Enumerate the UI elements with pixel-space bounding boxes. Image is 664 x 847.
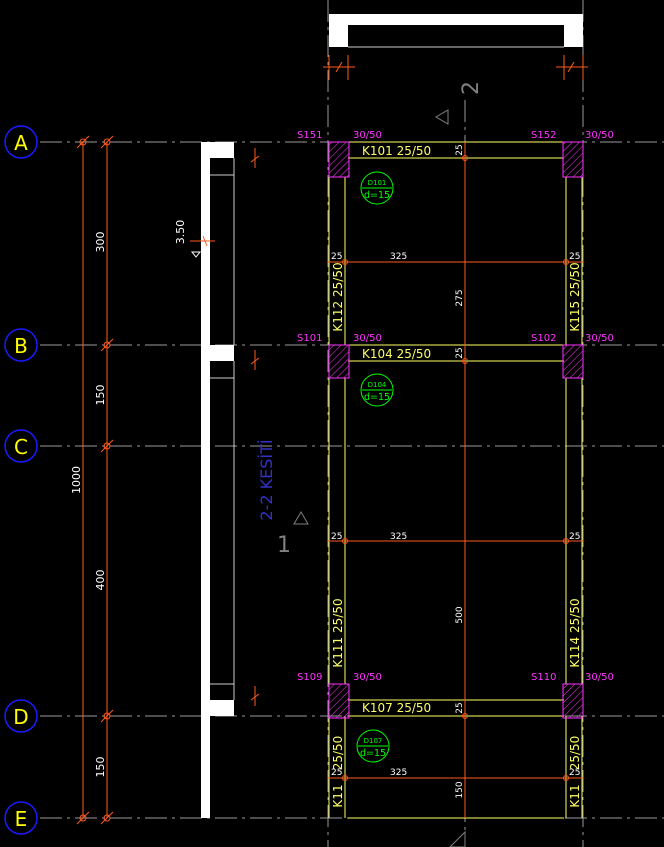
- beam-k11-right-size: 25/50: [568, 736, 582, 771]
- axis-bubble-d: D: [4, 699, 38, 733]
- column-name-s101: S101: [297, 333, 322, 344]
- beam-k11-right: K11: [568, 784, 582, 807]
- section-arrow-1-icon: [293, 511, 309, 525]
- column-size-s110: 30/50: [585, 672, 614, 683]
- dim-width-right-2: 25: [569, 532, 580, 542]
- section-marker-1: 1: [277, 533, 291, 558]
- column-s151: [328, 141, 350, 178]
- axis-bubble-b: B: [4, 328, 38, 362]
- beam-k111: K111 25/50: [331, 598, 345, 667]
- section-slab-b: [210, 345, 234, 361]
- axis-bubble-a: A: [4, 125, 38, 159]
- column-name-s151: S151: [297, 130, 322, 141]
- slab-thickness-d101: d=15: [364, 190, 390, 201]
- dim-segment-ab: 300: [94, 232, 107, 253]
- beam-lines: [328, 141, 583, 819]
- beam-dimension-lines: [328, 142, 583, 818]
- dim-segment-de: 150: [94, 757, 107, 778]
- section-wall: [201, 142, 210, 818]
- column-s152: [562, 141, 584, 178]
- beam-labels: K101 25/50 K104 25/50 K107 25/50 K112 25…: [331, 144, 582, 808]
- column-name-s102: S102: [531, 333, 556, 344]
- section-arrow-2-icon: [435, 109, 449, 125]
- column-name-s152: S152: [531, 130, 556, 141]
- dimension-labels: 1000 300 150 400 150: [70, 232, 107, 778]
- section-slab-d: [210, 700, 234, 716]
- section-marker-2: 2: [459, 81, 484, 95]
- dim-width-left-3: 25: [331, 768, 342, 778]
- column-size-s102: 30/50: [585, 333, 614, 344]
- dim-span-3: 325: [390, 768, 407, 778]
- slab-tag-d101: D101 d=15: [360, 171, 394, 205]
- beam-k107: K107 25/50: [362, 701, 431, 715]
- beam-k11-left-size: 25/50: [331, 736, 345, 771]
- column-s102: [562, 344, 584, 379]
- slab-thickness-d107: d=15: [360, 748, 386, 759]
- columns: [328, 141, 584, 719]
- column-s110: [562, 683, 584, 719]
- axis-label-d: D: [13, 705, 28, 729]
- elevation-label: 3.50: [174, 220, 187, 245]
- dim-len-275: 275: [455, 289, 465, 306]
- bottom-marker-icon: [449, 830, 466, 847]
- dim-span-1: 325: [390, 252, 407, 262]
- column-size-s151: 30/50: [353, 130, 382, 141]
- dim-width-right-1: 25: [569, 252, 580, 262]
- column-size-s101: 30/50: [353, 333, 382, 344]
- beam-k101: K101 25/50: [362, 144, 431, 158]
- beam-k112: K112 25/50: [331, 262, 345, 331]
- slab-thickness-d104: d=15: [364, 392, 390, 403]
- dim-beam-width-a: 25: [455, 144, 465, 155]
- slab-name-d104: D104: [368, 381, 387, 389]
- dim-width-right-3: 25: [569, 768, 580, 778]
- axis-label-b: B: [14, 334, 28, 358]
- dim-width-left-2: 25: [331, 532, 342, 542]
- dim-segment-bc: 150: [94, 385, 107, 406]
- column-s109: [328, 683, 350, 719]
- column-name-s109: S109: [297, 672, 322, 683]
- column-s101: [328, 344, 350, 379]
- slab-name-d107: D107: [364, 737, 383, 745]
- slab-tag-d104: D104 d=15: [360, 373, 394, 407]
- section-slab-a: [210, 142, 234, 158]
- axis-bubble-e: E: [4, 801, 38, 835]
- slab-tags: D101 d=15 D104 d=15 D107 d=15: [356, 171, 394, 763]
- beam-k115: K115 25/50: [568, 262, 582, 331]
- beam-k11-left: K11: [331, 784, 345, 807]
- column-name-s110: S110: [531, 672, 556, 683]
- top-detail: [323, 14, 588, 80]
- dimension-ticks: [76, 135, 114, 825]
- slab-tag-d107: D107 d=15: [356, 729, 390, 763]
- section-label: 2-2 KESİTİ: [257, 439, 276, 520]
- dim-beam-width-d: 25: [455, 702, 465, 713]
- dim-span-2: 325: [390, 532, 407, 542]
- dim-segment-cd: 400: [94, 570, 107, 591]
- slab-name-d101: D101: [368, 179, 387, 187]
- dim-total: 1000: [70, 466, 83, 494]
- beam-dimension-labels: 25 325 25 25 325 25 25 325 25 25 25 25 2…: [331, 144, 580, 798]
- axis-label-c: C: [14, 435, 28, 459]
- dim-width-left-1: 25: [331, 252, 342, 262]
- dimension-chains: [76, 135, 114, 825]
- beam-k114: K114 25/50: [568, 598, 582, 667]
- column-size-s109: 30/50: [353, 672, 382, 683]
- axis-label-e: E: [15, 807, 28, 831]
- dim-len-500: 500: [455, 606, 465, 623]
- column-size-s152: 30/50: [585, 130, 614, 141]
- beam-k104: K104 25/50: [362, 347, 431, 361]
- axis-bubbles: A B C D E: [4, 125, 38, 835]
- axis-label-a: A: [14, 131, 28, 155]
- dim-beam-width-b: 25: [455, 347, 465, 358]
- elevation-marker-icon: [190, 251, 202, 258]
- section-profile: 3.50: [174, 142, 260, 818]
- column-labels: S151 30/50 S152 30/50 S101 30/50 S102 30…: [297, 130, 614, 683]
- dim-len-150: 150: [455, 781, 465, 798]
- axis-bubble-c: C: [4, 429, 38, 463]
